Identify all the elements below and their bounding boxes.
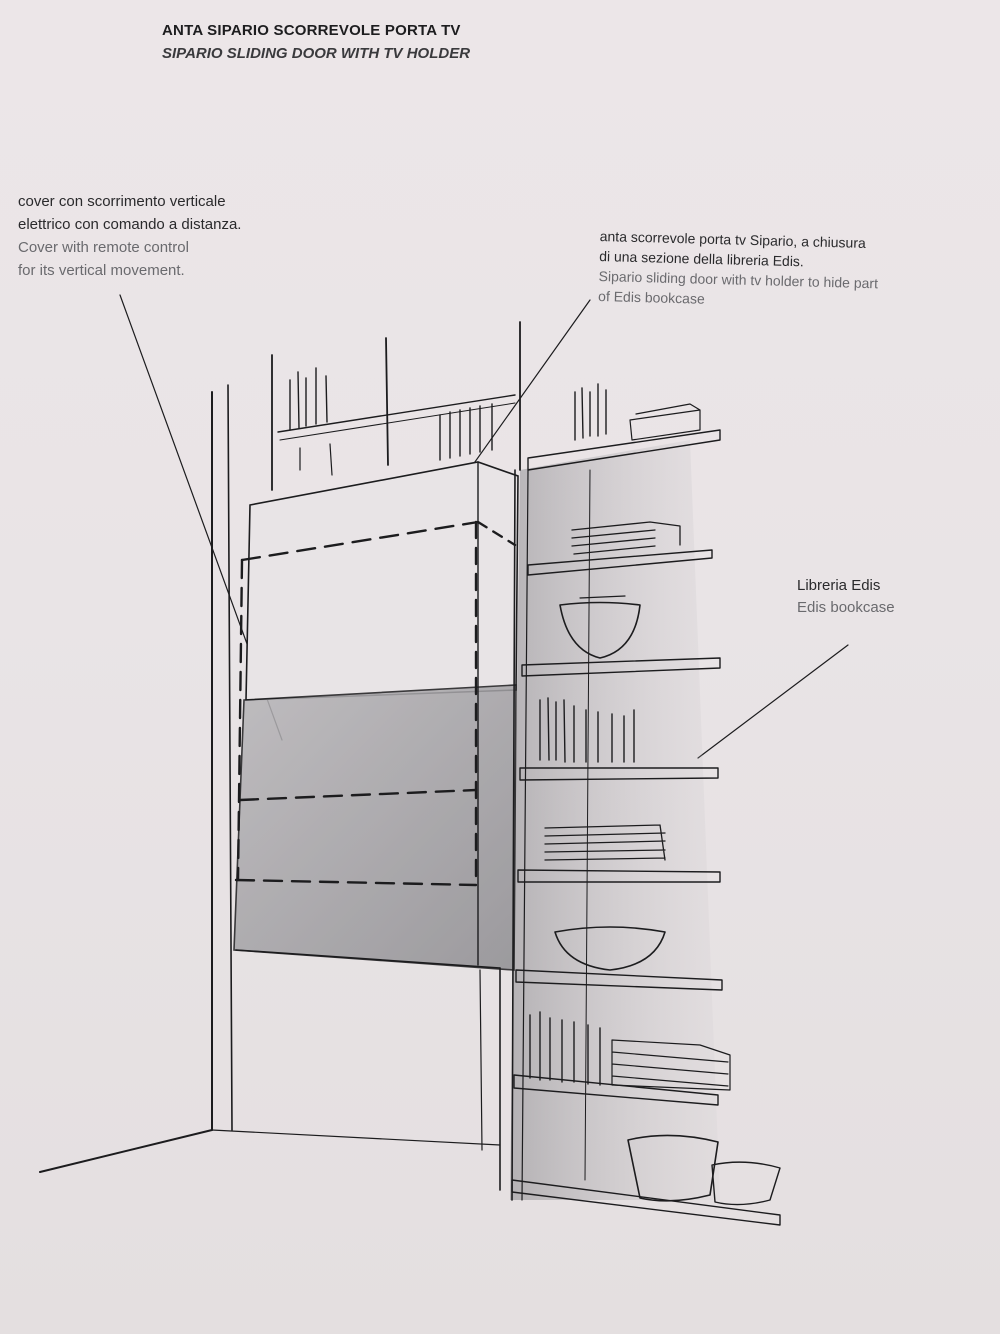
annotation-cover: cover con scorrimento verticale elettric… [18,190,348,282]
annotation-bookcase: Libreria Edis Edis bookcase [797,575,977,619]
upper-shelving [271,321,521,491]
cover-note-en-1: Cover with remote control [18,239,189,256]
edis-bookcase [511,383,781,1226]
cover-note-it-2: elettrico con comando a distanza. [18,216,242,233]
sipario-cover [233,461,519,1191]
title-english: SIPARIO SLIDING DOOR WITH TV HOLDER [162,45,471,62]
wall-and-floor [39,384,501,1173]
bookcase-shading [510,440,720,1200]
bookcase-note-it: Libreria Edis [797,577,881,594]
bookcase-leader-line [697,644,849,759]
page-title: ANTA SIPARIO SCORREVOLE PORTA TV SIPARIO… [162,22,470,62]
cover-note-en-2: for its vertical movement. [18,262,185,279]
title-italian: ANTA SIPARIO SCORREVOLE PORTA TV [162,22,461,39]
cover-note-it-1: cover con scorrimento verticale [18,193,226,210]
bookcase-note-en: Edis bookcase [797,599,895,616]
